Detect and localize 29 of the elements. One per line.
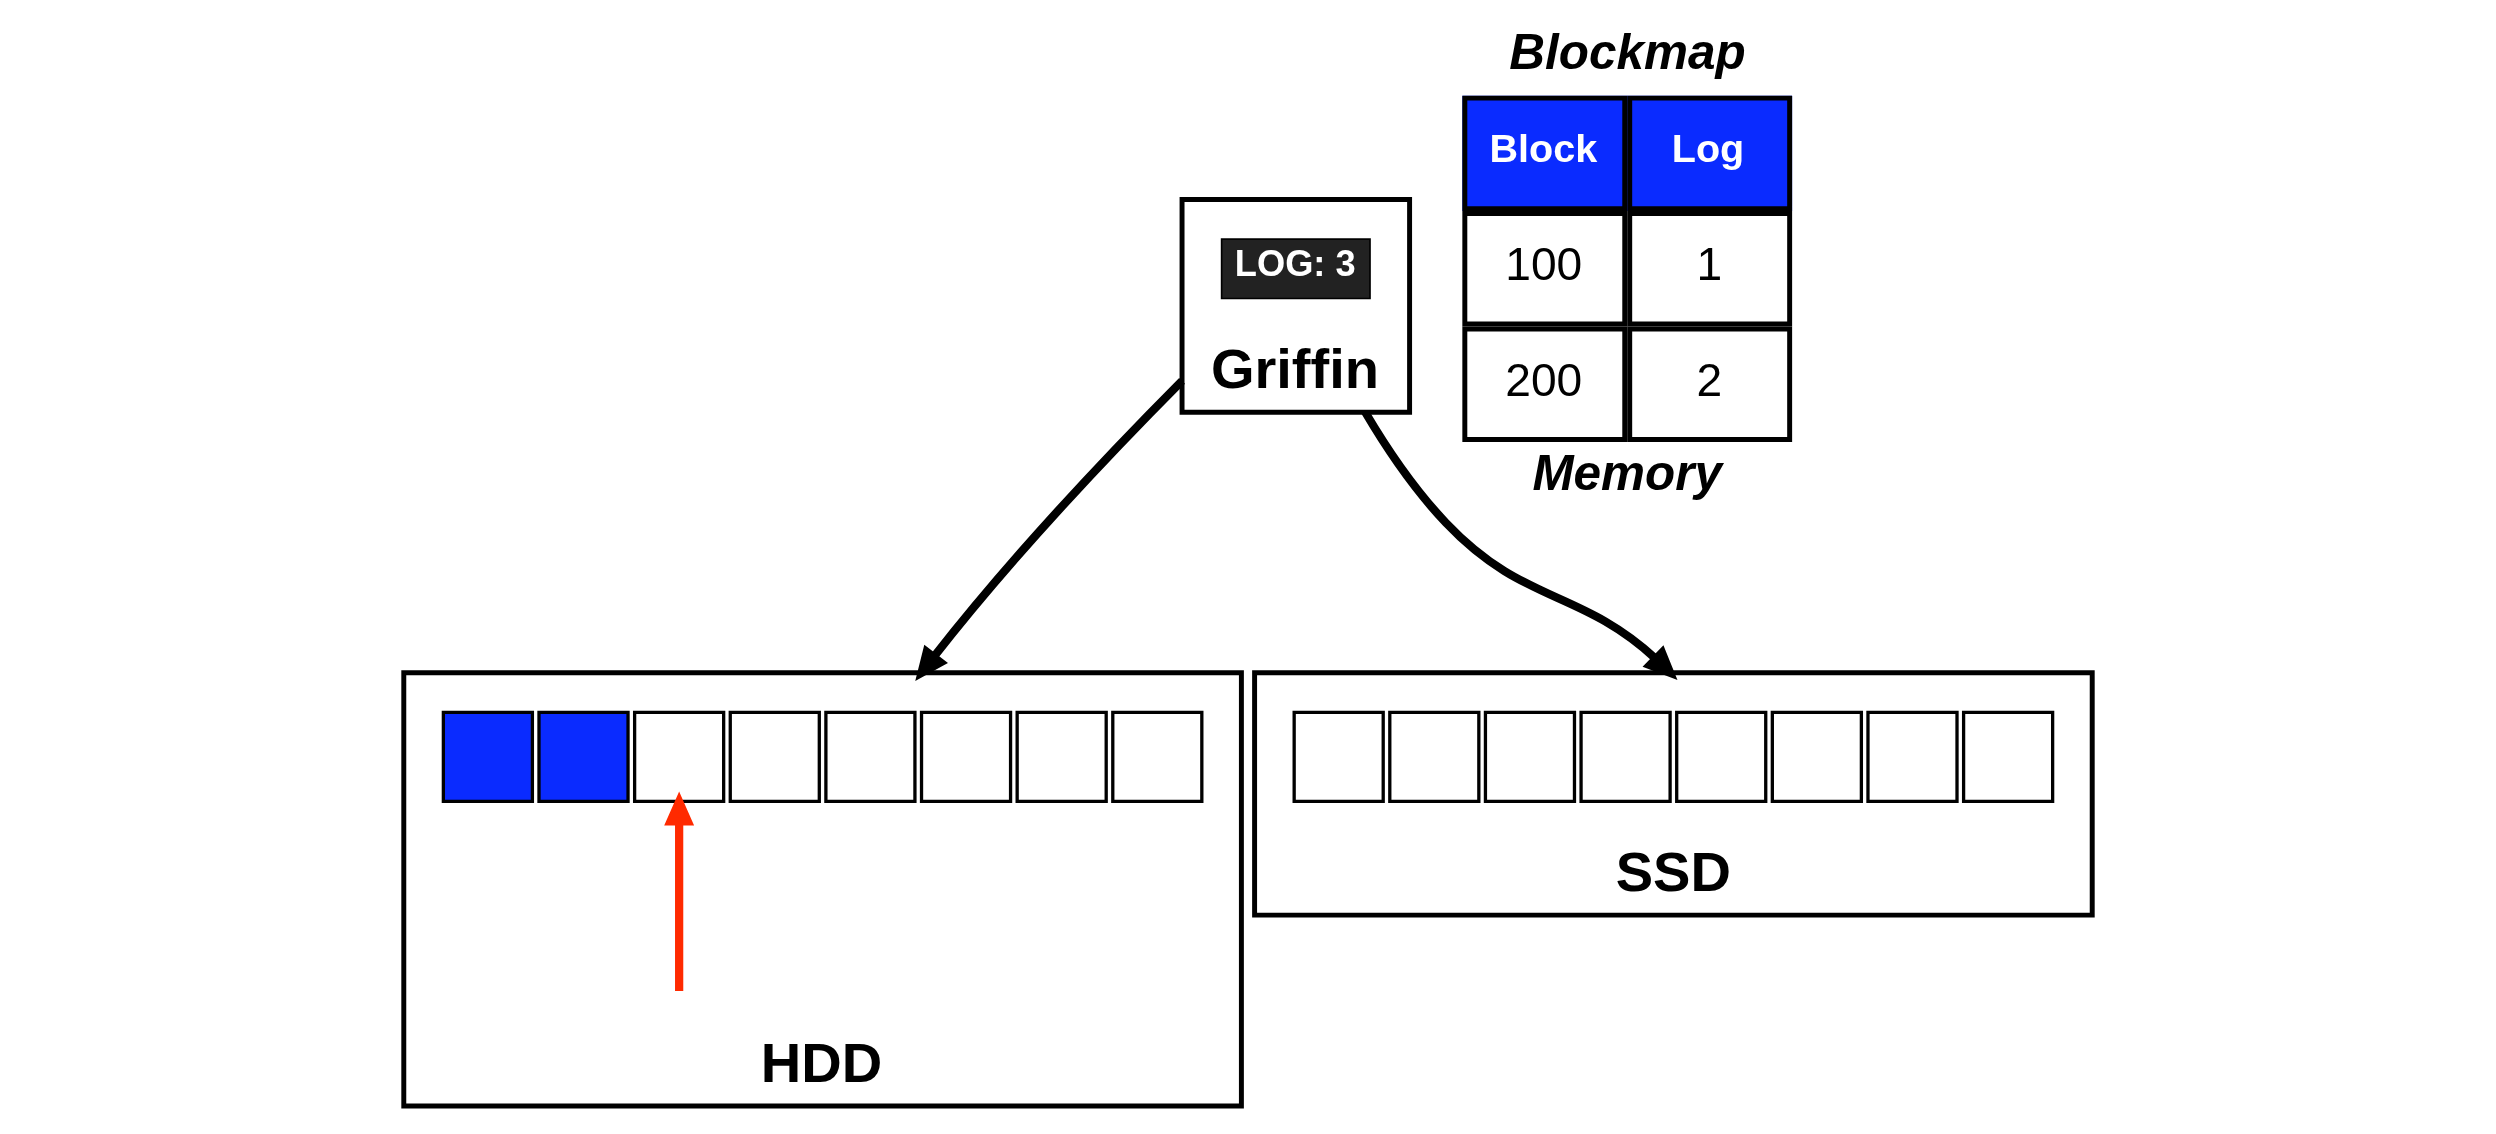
node-box xyxy=(824,710,917,803)
label: Log xyxy=(1671,125,1745,170)
node-box xyxy=(1111,710,1204,803)
label: 200 xyxy=(1505,353,1583,406)
node-box xyxy=(1579,710,1672,803)
label: Blockmap xyxy=(1509,24,1746,80)
cluster: SSD xyxy=(1252,670,2095,918)
node-box xyxy=(1866,710,1959,803)
node-box xyxy=(1015,710,1108,803)
label: 2 xyxy=(1696,353,1723,406)
node-box xyxy=(633,710,726,803)
label: Block xyxy=(1489,125,1598,170)
label: 1 xyxy=(1696,238,1723,291)
node-box: LOG: 3 xyxy=(1220,238,1371,300)
arrow xyxy=(915,377,1185,681)
node-box xyxy=(441,710,535,803)
node-box xyxy=(537,710,630,803)
label: 100 xyxy=(1505,238,1583,291)
arrow xyxy=(664,791,695,991)
node-box xyxy=(1292,710,1385,803)
cluster: HDD xyxy=(401,670,1244,1109)
node-box xyxy=(1675,710,1768,803)
node-box xyxy=(1961,710,2055,803)
node-box xyxy=(1388,710,1481,803)
node-box xyxy=(1483,710,1577,803)
node-box xyxy=(1770,710,1863,803)
node-box xyxy=(919,710,1013,803)
label: Memory xyxy=(1532,444,1723,500)
node-box xyxy=(728,710,821,803)
